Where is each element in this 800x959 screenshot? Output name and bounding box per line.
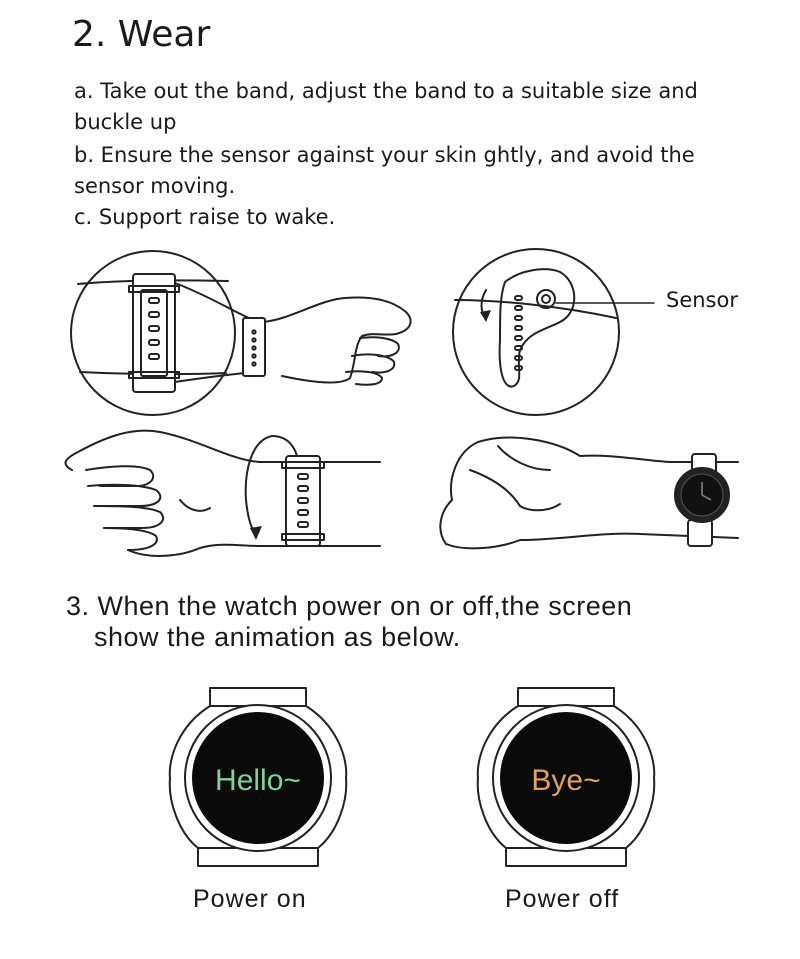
sensor-label: Sensor: [666, 288, 738, 312]
band-closeup-illustration: [70, 250, 236, 416]
hello-screen-text: Hello~: [215, 764, 301, 797]
step-c-text: c. Support raise to wake.: [74, 205, 336, 229]
wrist-band-illustration: [174, 282, 412, 386]
step-a-text: a. Take out the band, adjust the band to…: [74, 79, 698, 134]
worn-watch-illustration: [439, 436, 739, 550]
power-on-caption: Power on: [193, 885, 307, 913]
sensor-closeup-illustration: [452, 248, 655, 416]
power-on-screen: [192, 712, 324, 844]
section-2-title: 2. Wear: [72, 14, 211, 55]
wrap-band-illustration: [64, 429, 381, 557]
power-off-screen: [500, 712, 632, 844]
watch-power-on: [168, 687, 348, 867]
step-b-text: b. Ensure the sensor against your skin g…: [74, 143, 695, 198]
section-3-title: 3. When the watch power on or off,the sc…: [66, 591, 766, 653]
power-off-caption: Power off: [505, 885, 620, 913]
bye-screen-text: Bye~: [531, 764, 600, 797]
watch-power-off: [476, 687, 656, 867]
section-3-title-line-2: show the animation as below.: [94, 622, 461, 652]
section-3-title-line-1: 3. When the watch power on or off,the sc…: [66, 591, 633, 621]
